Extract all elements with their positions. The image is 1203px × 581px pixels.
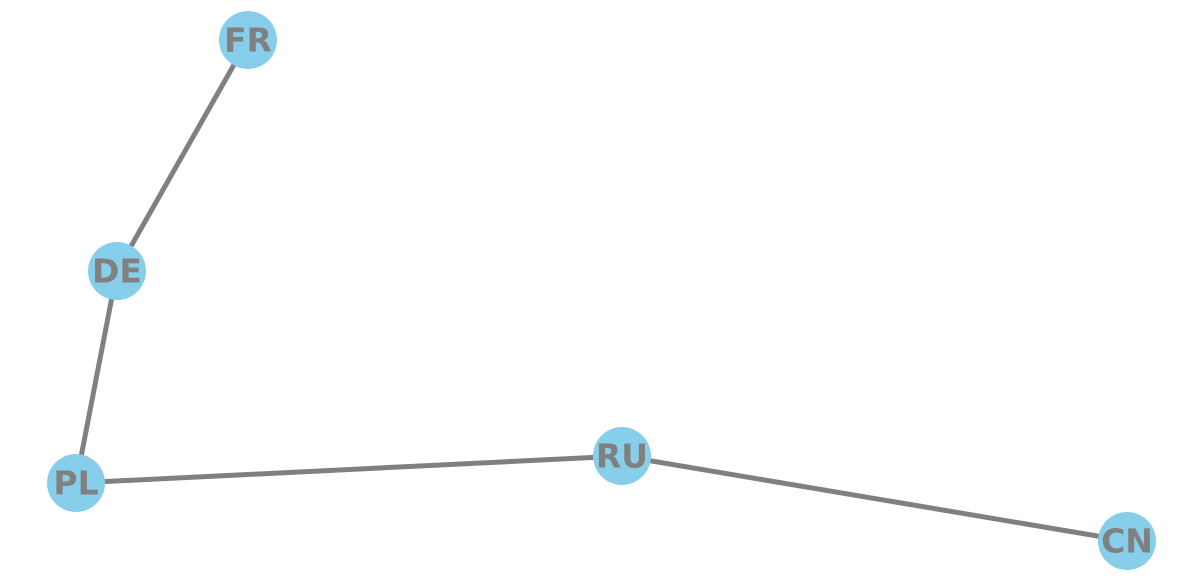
node-pl: PL [47, 454, 105, 512]
node-label: RU [596, 437, 648, 476]
node-circle [593, 427, 651, 485]
node-fr: FR [219, 11, 277, 69]
node-ru: RU [593, 427, 651, 485]
node-circle [219, 11, 277, 69]
edge-ru-cn [621, 453, 1128, 544]
node-cn: CN [1098, 512, 1156, 570]
nodes-layer: FR DE PL RU CN [47, 11, 1156, 570]
edge-pl-ru [75, 453, 623, 486]
node-circle [88, 242, 146, 300]
node-label: FR [224, 21, 272, 60]
edge-de-pl [73, 270, 120, 484]
edge-fr-de [114, 38, 251, 273]
node-label: CN [1101, 522, 1153, 561]
edges-layer [73, 38, 1128, 544]
node-label: DE [92, 252, 142, 291]
node-de: DE [88, 242, 146, 300]
node-label: PL [53, 464, 98, 503]
node-circle [1098, 512, 1156, 570]
node-circle [47, 454, 105, 512]
